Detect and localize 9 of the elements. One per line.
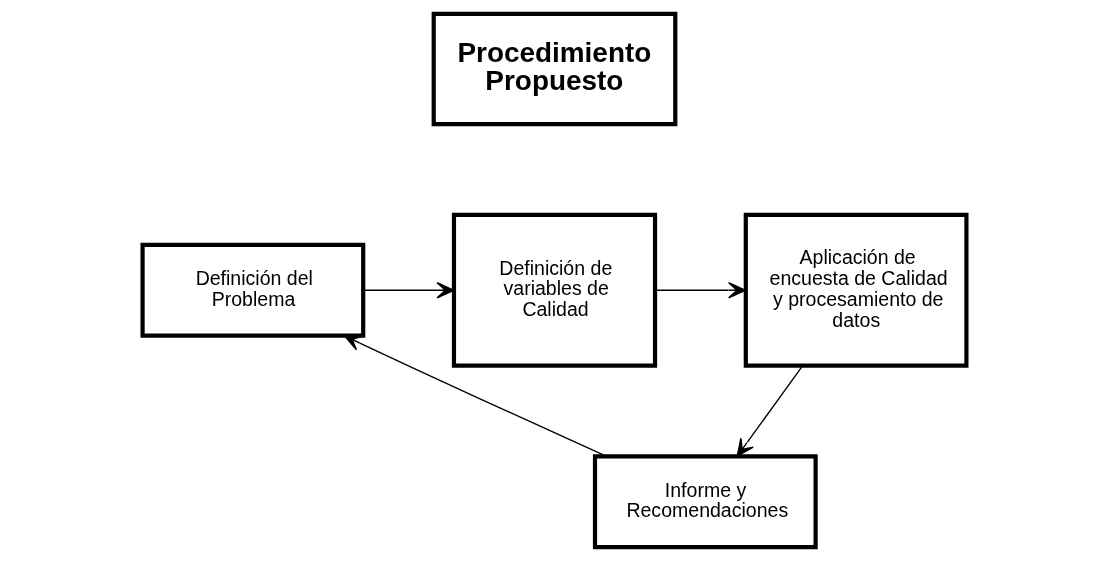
- arrow: [343, 335, 608, 457]
- node-box: Definición de variables de Calidad: [451, 212, 658, 368]
- node-box: Procedimiento Propuesto: [431, 11, 678, 127]
- arrow: [654, 282, 747, 299]
- arrow: [736, 365, 804, 457]
- arrow: [362, 282, 455, 299]
- node-box: Informe y Recomendaciones: [592, 454, 818, 550]
- node-box: Aplicación de encuesta de Calidad y procesamiento de datos: [743, 212, 969, 368]
- node-box: Definición del Problema: [140, 242, 366, 338]
